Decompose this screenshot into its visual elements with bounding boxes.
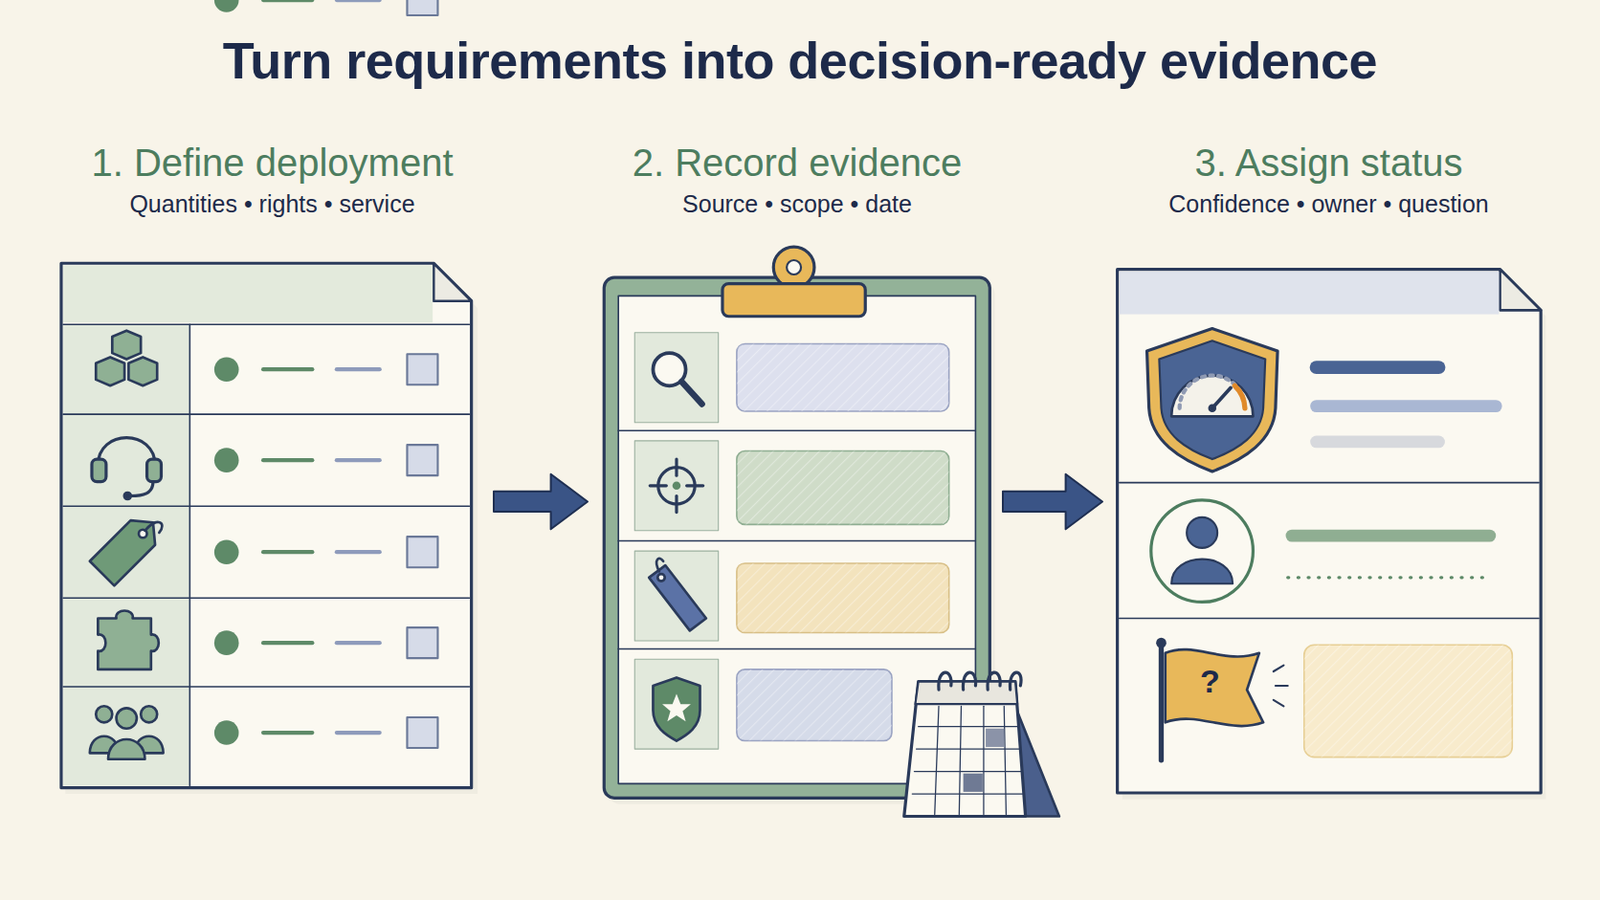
panel: 1. Define deploymentQuantities • rights …	[56, 140, 489, 794]
step-heading: 3. Assign status	[1111, 140, 1546, 185]
flow-arrow	[493, 474, 588, 531]
step-heading: 2. Record evidence	[597, 140, 998, 185]
step-heading: 1. Define deployment	[56, 140, 489, 185]
step-subtitle: Source • scope • date	[597, 190, 998, 219]
flow-arrow	[1002, 474, 1103, 531]
step-subtitle: Confidence • owner • question	[1111, 190, 1546, 219]
diagram-title: Turn requirements into decision-ready ev…	[0, 30, 1600, 90]
flag-mark: ?	[1200, 663, 1221, 701]
step-subtitle: Quantities • rights • service	[56, 190, 489, 219]
panel: 3. Assign statusConfidence • owner • que…	[1111, 140, 1546, 800]
panel: 2. Record evidenceSource • scope • date	[597, 140, 998, 804]
